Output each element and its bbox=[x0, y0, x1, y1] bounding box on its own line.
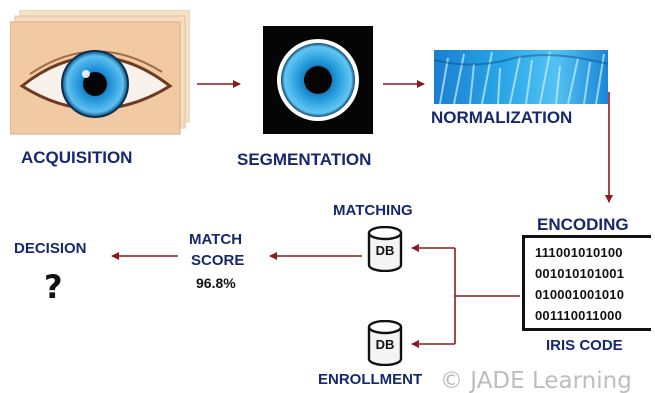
label-score: SCORE bbox=[191, 252, 245, 269]
iris-code-row: 001010101001 bbox=[535, 266, 625, 281]
label-enrollment: ENROLLMENT bbox=[318, 371, 423, 388]
database-cylinder-icon bbox=[367, 319, 403, 367]
segmentation-iris-image bbox=[263, 26, 373, 134]
iris-code-block: 111001010100 001010101001 010001001010 0… bbox=[522, 235, 651, 331]
enrollment-database: DB bbox=[367, 319, 403, 367]
watermark: © JADE Learning bbox=[440, 368, 632, 393]
match-score-value: 96.8% bbox=[196, 275, 236, 291]
database-cylinder-icon bbox=[367, 225, 403, 273]
matching-database: DB bbox=[367, 225, 403, 273]
label-segmentation: SEGMENTATION bbox=[237, 150, 372, 169]
label-match: MATCH bbox=[189, 231, 243, 248]
database-label: DB bbox=[375, 243, 395, 258]
normalization-strip-image bbox=[434, 50, 608, 104]
label-encoding: ENCODING bbox=[537, 215, 629, 234]
label-matching: MATCHING bbox=[333, 202, 413, 219]
label-decision: DECISION bbox=[14, 240, 87, 257]
acquisition-eye-image bbox=[10, 10, 190, 135]
database-label: DB bbox=[375, 337, 395, 352]
iris-code-row: 001110011000 bbox=[535, 308, 623, 323]
label-normalization: NORMALIZATION bbox=[431, 108, 573, 127]
iris-code-row: 010001001010 bbox=[535, 287, 625, 302]
label-iris-code: IRIS CODE bbox=[546, 337, 623, 354]
decision-question-mark: ? bbox=[44, 268, 63, 306]
label-acquisition: ACQUISITION bbox=[21, 148, 133, 167]
iris-code-row: 111001010100 bbox=[535, 245, 623, 260]
